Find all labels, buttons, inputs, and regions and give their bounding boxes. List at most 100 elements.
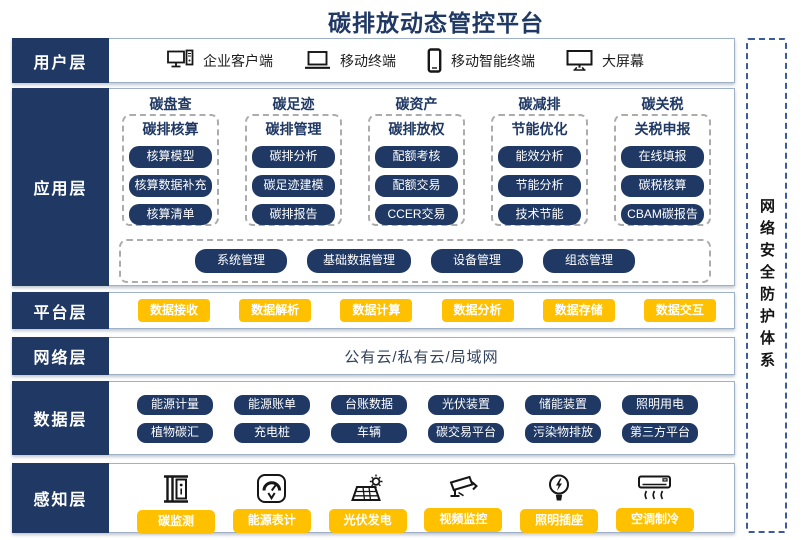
user-terminal-label: 企业客户端 bbox=[203, 52, 273, 69]
app-layer-label: 应用层 bbox=[12, 88, 109, 286]
cctv-icon bbox=[446, 473, 481, 503]
sense-node: 照明插座 bbox=[520, 473, 599, 533]
laptop-icon bbox=[304, 50, 331, 71]
data-layer-content: 能源计量能源账单台账数据光伏装置储能装置照明用电植物碳汇充电桩车辆碳交易平台污染… bbox=[109, 382, 734, 454]
app-management-box: 系统管理基础数据管理设备管理组态管理 bbox=[119, 239, 711, 283]
app-module-button: CBAM碳报告 bbox=[621, 203, 704, 226]
data-source-button: 储能装置 bbox=[525, 395, 601, 415]
sense-node-label: 光伏发电 bbox=[328, 509, 407, 533]
platform-layer-content: 数据接收数据解析数据计算数据分析数据存储数据交互 bbox=[109, 293, 734, 328]
sense-node: 能源表计 bbox=[232, 473, 311, 533]
sense-node: 空调制冷 bbox=[615, 473, 694, 532]
data-source-button: 台账数据 bbox=[331, 395, 407, 415]
app-module-button: 碳排报告 bbox=[252, 203, 335, 226]
app-column-subheader: 碳排放权 bbox=[388, 121, 445, 137]
app-layer-row: 应用层 碳盘查碳排核算核算模型核算数据补充核算清单碳足迹碳排管理碳排分析碳足迹建… bbox=[12, 88, 735, 286]
app-column: 碳减排节能优化能效分析节能分析技术节能 bbox=[491, 94, 588, 226]
energy-meter-icon bbox=[256, 473, 287, 504]
data-source-row: 能源计量能源账单台账数据光伏装置储能装置照明用电 bbox=[137, 395, 698, 415]
data-source-button: 第三方平台 bbox=[622, 422, 698, 443]
app-module-button: 技术节能 bbox=[498, 203, 581, 226]
app-module-button: 配额考核 bbox=[375, 146, 458, 168]
app-module-button: 核算数据补充 bbox=[129, 174, 212, 197]
platform-layer-row: 平台层 数据接收数据解析数据计算数据分析数据存储数据交互 bbox=[12, 292, 735, 329]
app-columns: 碳盘查碳排核算核算模型核算数据补充核算清单碳足迹碳排管理碳排分析碳足迹建模碳排报… bbox=[109, 94, 734, 226]
sense-node-label: 视频监控 bbox=[424, 508, 503, 532]
user-layer-content: 企业客户端 移动终端 移动智能终端 大屏幕 bbox=[109, 39, 734, 82]
app-column: 碳盘查碳排核算核算模型核算数据补充核算清单 bbox=[122, 94, 219, 226]
network-text: 公有云/私有云/局域网 bbox=[344, 348, 499, 366]
app-column-subheader: 关税申报 bbox=[634, 121, 691, 137]
app-module-button: 核算模型 bbox=[129, 146, 212, 168]
app-module-button: CCER交易 bbox=[375, 203, 458, 226]
solar-power-icon bbox=[350, 473, 385, 504]
management-module-button: 组态管理 bbox=[543, 249, 635, 273]
data-source-button: 光伏装置 bbox=[428, 395, 504, 415]
user-terminal-label: 大屏幕 bbox=[602, 52, 644, 69]
desktop-pc-icon bbox=[167, 49, 194, 72]
platform-layer-label: 平台层 bbox=[12, 292, 109, 329]
app-column-header: 碳盘查 bbox=[149, 96, 192, 112]
data-source-row: 植物碳汇充电桩车辆碳交易平台污染物排放第三方平台 bbox=[137, 422, 698, 443]
app-column-header: 碳关税 bbox=[641, 96, 684, 112]
app-layer-content: 碳盘查碳排核算核算模型核算数据补充核算清单碳足迹碳排管理碳排分析碳足迹建模碳排报… bbox=[109, 89, 734, 285]
management-module-button: 系统管理 bbox=[194, 249, 287, 273]
app-module-button: 碳足迹建模 bbox=[252, 174, 335, 197]
app-module-button: 核算清单 bbox=[129, 203, 212, 226]
sense-node-label: 照明插座 bbox=[520, 509, 599, 533]
user-layer-row: 用户层 企业客户端 移动终端 移动智能终端 大屏幕 bbox=[12, 38, 735, 83]
user-terminal-label: 移动终端 bbox=[340, 52, 396, 69]
app-module-button: 节能分析 bbox=[498, 174, 581, 197]
app-column-box: 碳排核算核算模型核算数据补充核算清单 bbox=[122, 114, 219, 226]
sense-node-label: 能源表计 bbox=[232, 509, 311, 533]
platform-service-button: 数据分析 bbox=[441, 298, 514, 323]
sense-layer-row: 感知层 碳监测能源表计光伏发电视频监控照明插座空调制冷 bbox=[12, 463, 735, 534]
user-terminal-item: 移动智能终端 bbox=[427, 48, 535, 73]
app-module-button: 能效分析 bbox=[498, 146, 581, 168]
sense-node-label: 碳监测 bbox=[137, 510, 215, 534]
sense-node: 视频监控 bbox=[424, 473, 503, 532]
big-screen-icon bbox=[566, 49, 593, 72]
app-column-box: 碳排放权配额考核配额交易 CCER交易 bbox=[368, 114, 465, 226]
data-source-button: 能源账单 bbox=[234, 395, 310, 415]
page-title: 碳排放动态管控平台 bbox=[328, 10, 544, 36]
sense-node: 碳监测 bbox=[137, 473, 215, 534]
data-source-button: 照明用电 bbox=[622, 395, 698, 415]
user-layer-label: 用户层 bbox=[12, 38, 109, 83]
data-layer-row: 数据层 能源计量能源账单台账数据光伏装置储能装置照明用电植物碳汇充电桩车辆碳交易… bbox=[12, 381, 735, 455]
data-source-button: 植物碳汇 bbox=[137, 422, 213, 443]
network-layer-label: 网络层 bbox=[12, 337, 109, 375]
app-module-button: 碳税核算 bbox=[621, 174, 704, 197]
data-source-button: 车辆 bbox=[331, 422, 407, 443]
management-module-button: 基础数据管理 bbox=[306, 249, 411, 273]
management-module-button: 设备管理 bbox=[431, 249, 523, 273]
app-column: 碳资产碳排放权配额考核配额交易 CCER交易 bbox=[368, 94, 465, 226]
app-column-subheader: 碳排管理 bbox=[265, 121, 322, 137]
platform-service-button: 数据解析 bbox=[239, 298, 312, 323]
user-terminal-label: 移动智能终端 bbox=[451, 52, 535, 69]
app-column-subheader: 节能优化 bbox=[511, 121, 568, 137]
data-source-button: 碳交易平台 bbox=[428, 422, 504, 443]
app-column-box: 碳排管理碳排分析碳足迹建模碳排报告 bbox=[245, 114, 342, 226]
app-column-header: 碳足迹 bbox=[272, 96, 315, 112]
light-socket-icon bbox=[547, 473, 571, 504]
sense-node: 光伏发电 bbox=[328, 473, 407, 533]
platform-service-button: 数据存储 bbox=[542, 298, 615, 323]
platform-service-button: 数据交互 bbox=[643, 298, 716, 323]
app-column-subheader: 碳排核算 bbox=[142, 121, 199, 137]
air-conditioner-icon bbox=[637, 473, 672, 503]
security-sidebar: 网络安全防护体系 bbox=[746, 38, 787, 533]
app-column-header: 碳减排 bbox=[518, 96, 561, 112]
app-column-box: 节能优化能效分析节能分析技术节能 bbox=[491, 114, 588, 226]
sense-layer-content: 碳监测能源表计光伏发电视频监控照明插座空调制冷 bbox=[109, 464, 734, 534]
carbon-monitor-icon bbox=[161, 473, 191, 505]
platform-service-button: 数据接收 bbox=[138, 298, 210, 323]
user-terminal-item: 移动终端 bbox=[304, 50, 396, 71]
app-column-header: 碳资产 bbox=[395, 96, 438, 112]
data-source-button: 充电桩 bbox=[234, 422, 310, 443]
user-terminal-item: 企业客户端 bbox=[167, 49, 273, 72]
app-module-button: 配额交易 bbox=[375, 174, 458, 197]
